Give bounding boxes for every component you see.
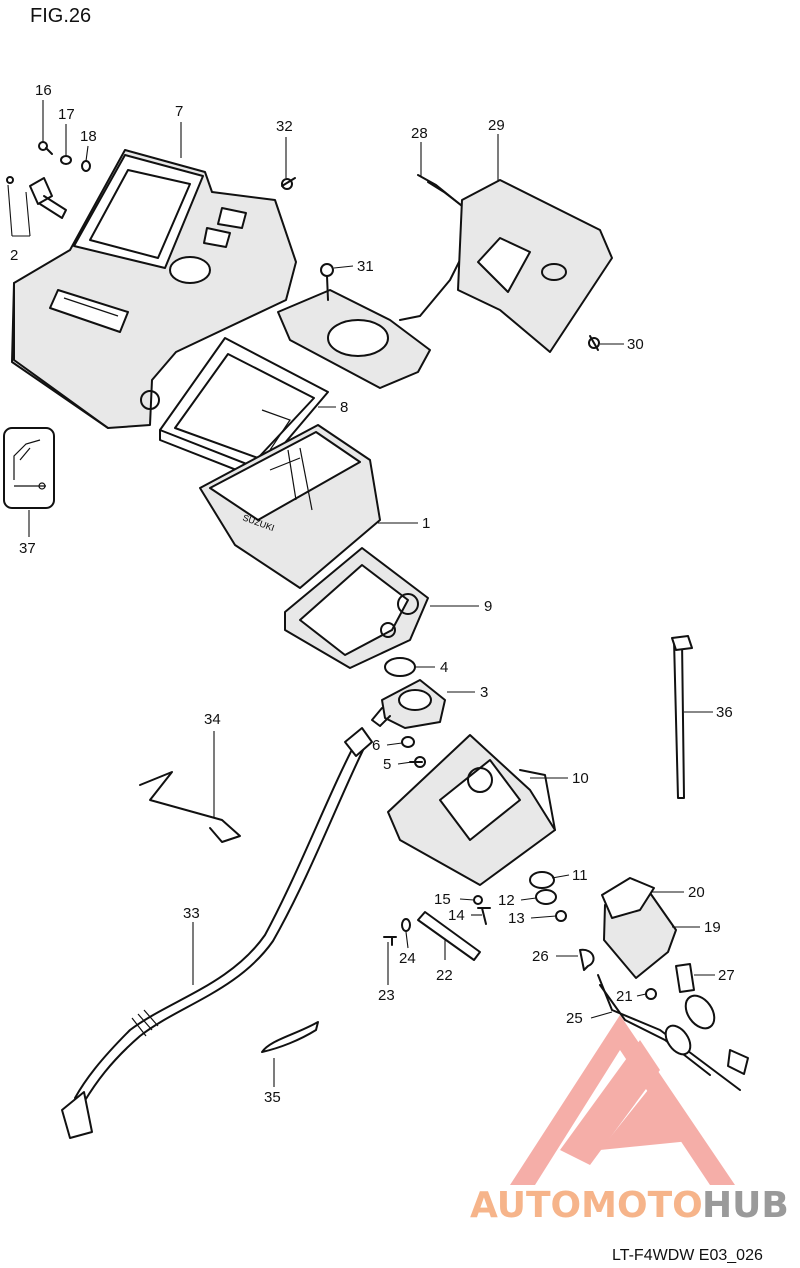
callout-11: 11 — [572, 867, 588, 884]
callout-17: 17 — [58, 106, 75, 123]
part-34-wire-clip — [139, 771, 241, 843]
watermark-text-hub: HUB — [702, 1185, 789, 1226]
part-36-cable-tie — [671, 635, 693, 799]
callout-15: 15 — [434, 891, 451, 908]
callout-35: 35 — [264, 1089, 281, 1106]
figure-label: FIG.26 — [30, 5, 91, 27]
part-26-bulb — [579, 948, 595, 971]
callout-32: 32 — [276, 118, 293, 135]
part-12-collar — [535, 889, 557, 905]
callout-31: 31 — [357, 258, 374, 275]
callout-4: 4 — [440, 659, 448, 676]
callout-26: 26 — [532, 948, 549, 965]
callout-22: 22 — [436, 967, 453, 984]
part-2-knob-assembly — [6, 176, 67, 219]
callout-6: 6 — [372, 737, 380, 754]
callout-19: 19 — [704, 919, 721, 936]
part-17-washer — [60, 155, 72, 165]
callout-16: 16 — [35, 82, 52, 99]
part-16-screw — [38, 141, 53, 155]
part-23-screw — [383, 936, 397, 946]
part-21-screw — [645, 988, 657, 1000]
part-7-meter-upper-case — [11, 149, 297, 429]
callout-28: 28 — [411, 125, 428, 142]
callout-34: 34 — [204, 711, 221, 728]
callout-23: 23 — [378, 987, 395, 1004]
callout-30: 30 — [627, 336, 644, 353]
part-20-indicator-lens — [601, 877, 655, 919]
callout-2: 2 — [10, 247, 18, 264]
part-33-speedometer-cable — [61, 727, 373, 1139]
part-22-plate — [417, 911, 481, 961]
part-15-washer — [473, 895, 483, 905]
part-32-screw — [281, 177, 296, 190]
callout-12: 12 — [498, 892, 515, 909]
part-3-gear-housing — [371, 679, 446, 729]
part-5-screw — [409, 756, 426, 768]
watermark-logo — [510, 1015, 735, 1185]
callout-10: 10 — [572, 770, 589, 787]
callout-13: 13 — [508, 910, 525, 927]
callout-5: 5 — [383, 756, 391, 773]
callout-29: 29 — [488, 117, 505, 134]
part-30-screw — [588, 335, 600, 351]
part-29-top-cover — [457, 179, 613, 353]
part-11-damper — [529, 871, 555, 889]
callout-labels: 1 2 3 4 5 6 7 8 9 10 11 12 13 14 15 16 1… — [10, 82, 735, 1106]
part-1-meter-lower-case: SUZUKI — [199, 424, 381, 589]
callout-9: 9 — [484, 598, 492, 615]
callout-1: 1 — [422, 515, 430, 532]
part-6-grommet — [401, 736, 415, 748]
part-28-cover-bracket — [277, 174, 471, 389]
part-37-decal — [3, 427, 55, 509]
callout-7: 7 — [175, 103, 183, 120]
callout-24: 24 — [399, 950, 416, 967]
callout-36: 36 — [716, 704, 733, 721]
part-4-o-ring — [384, 657, 416, 677]
callout-14: 14 — [448, 907, 465, 924]
part-27-socket — [675, 963, 695, 993]
part-14-bolt — [477, 907, 491, 925]
part-24-washer — [401, 918, 411, 932]
part-35-spring-clip — [261, 1021, 319, 1053]
callout-20: 20 — [688, 884, 705, 901]
callout-27: 27 — [718, 967, 735, 984]
part-31-screw — [320, 263, 334, 301]
part-13-nut — [555, 910, 567, 922]
callout-18: 18 — [80, 128, 97, 145]
drawing-code: LT-F4WDW E03_026 — [612, 1247, 763, 1264]
part-18-grommet — [81, 160, 91, 172]
callout-33: 33 — [183, 905, 200, 922]
leader-lines — [7, 100, 715, 1087]
part-25-wiring-harness — [597, 974, 749, 1091]
callout-25: 25 — [566, 1010, 583, 1027]
callout-8: 8 — [340, 399, 348, 416]
callout-3: 3 — [480, 684, 488, 701]
callout-21: 21 — [616, 988, 633, 1005]
part-10-mounting-bracket — [387, 734, 556, 886]
callout-37: 37 — [19, 540, 36, 557]
watermark-text-automoto: AUTOMOTO — [470, 1185, 703, 1226]
part-8-gasket — [159, 337, 329, 481]
part-9-bracket-plate — [284, 547, 429, 669]
